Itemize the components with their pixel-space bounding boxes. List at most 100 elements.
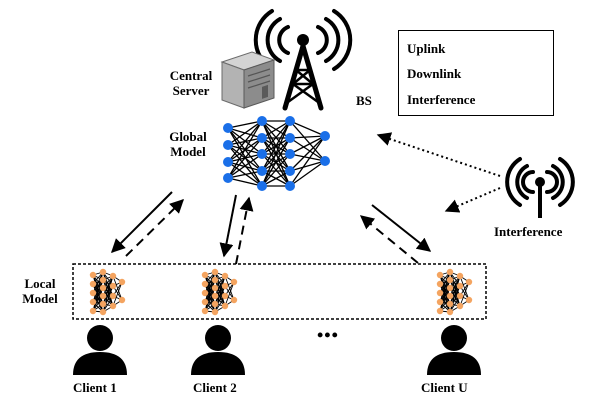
global-net-node <box>223 140 233 150</box>
legend: Uplink Downlink Interference <box>398 30 554 116</box>
global-net-node <box>223 173 233 183</box>
local-net-1-node <box>99 276 107 284</box>
uplink-arrow-client-u <box>359 215 419 264</box>
local-net-3-node <box>456 302 464 310</box>
global-net-node <box>257 181 267 191</box>
global-net-node <box>257 116 267 126</box>
global-net-node <box>285 181 295 191</box>
local-net-1-node <box>89 271 97 279</box>
uplink-arrow-client-1 <box>125 199 184 257</box>
local-net-3-node <box>446 268 454 276</box>
uplink-arrow-client-2 <box>235 196 254 265</box>
local-net-1-node <box>89 307 97 315</box>
local-net-2-node <box>201 280 209 288</box>
local-net-2-node <box>211 276 219 284</box>
local-net-3-node <box>456 272 464 280</box>
local-net-1-node <box>99 268 107 276</box>
client-1-label: Client 1 <box>73 380 117 395</box>
downlink-arrow-client-2 <box>219 194 237 258</box>
local-net-2-node <box>201 307 209 315</box>
ellipsis: ••• <box>317 325 339 345</box>
local-net-2-node <box>201 298 209 306</box>
client-u-label: Client U <box>421 380 468 395</box>
global-net-node <box>223 123 233 133</box>
local-net-1-node <box>118 278 126 286</box>
link-arrows <box>111 191 432 265</box>
local-net-3-node <box>436 298 444 306</box>
local-net-1-node <box>99 292 107 300</box>
local-net-3-node <box>456 282 464 290</box>
legend-downlink-label: Downlink <box>407 66 462 81</box>
local-model-box <box>72 263 487 320</box>
local-net-2-node <box>221 292 229 300</box>
global-net-node <box>320 156 330 166</box>
global-model-network <box>223 116 330 191</box>
person-icon <box>427 325 481 375</box>
local-net-2-node <box>230 296 238 304</box>
person-icon <box>73 325 127 375</box>
local-net-2-node <box>221 272 229 280</box>
global-net-node <box>223 157 233 167</box>
central-server-label: Central Server <box>169 68 213 98</box>
global-net-node <box>257 166 267 176</box>
global-net-node <box>257 133 267 143</box>
local-net-1-node <box>99 300 107 308</box>
legend-interference-label: Interference <box>407 92 476 107</box>
local-net-3-node <box>436 289 444 297</box>
local-net-1-node <box>89 289 97 297</box>
local-net-3-node <box>436 280 444 288</box>
interference-antenna-icon <box>505 157 575 218</box>
local-net-1-node <box>109 302 117 310</box>
local-net-2-node <box>201 289 209 297</box>
local-net-3-node <box>446 284 454 292</box>
interference-label: Interference <box>494 224 563 239</box>
local-net-2-node <box>221 282 229 290</box>
global-net-node <box>320 131 330 141</box>
local-net-3 <box>436 268 473 316</box>
local-net-1-node <box>99 284 107 292</box>
local-model-label: Local Model <box>22 276 58 306</box>
local-net-3-node <box>465 278 473 286</box>
global-net <box>223 116 330 191</box>
interference-arrows <box>376 132 501 213</box>
local-net-3-node <box>446 300 454 308</box>
global-net-node <box>257 149 267 159</box>
local-model-networks <box>89 268 473 316</box>
downlink-arrow-client-1 <box>111 191 173 253</box>
legend-uplink-label: Uplink <box>407 41 446 56</box>
global-net-node <box>285 133 295 143</box>
local-net-1 <box>89 268 126 316</box>
local-net-3-node <box>446 292 454 300</box>
global-net-node <box>285 116 295 126</box>
local-net-1-node <box>89 280 97 288</box>
local-net-3-node <box>465 296 473 304</box>
client-2-label: Client 2 <box>193 380 237 395</box>
local-net-3-node <box>456 292 464 300</box>
local-net-3-node <box>436 271 444 279</box>
local-net-3-node <box>446 308 454 316</box>
downlink-arrow-client-u <box>371 204 432 252</box>
bs-label: BS <box>356 93 372 108</box>
global-model-label: Global Model <box>169 129 207 159</box>
local-net-2-node <box>211 300 219 308</box>
person-icon <box>191 325 245 375</box>
local-net-2-node <box>211 268 219 276</box>
local-net-1-node <box>109 282 117 290</box>
local-net-1-node <box>109 292 117 300</box>
global-net-node <box>285 166 295 176</box>
local-net-1-node <box>118 296 126 304</box>
local-net-2-node <box>211 308 219 316</box>
base-station-icon <box>253 9 353 111</box>
local-net-1-node <box>109 272 117 280</box>
local-net-2-node <box>230 278 238 286</box>
local-net-2 <box>201 268 238 316</box>
local-net-1-node <box>99 308 107 316</box>
local-net-2-node <box>201 271 209 279</box>
local-net-1-node <box>89 298 97 306</box>
server-icon <box>220 51 276 109</box>
client-icons <box>73 325 481 375</box>
global-net-node <box>285 149 295 159</box>
local-net-2-node <box>211 292 219 300</box>
local-net-2-node <box>221 302 229 310</box>
